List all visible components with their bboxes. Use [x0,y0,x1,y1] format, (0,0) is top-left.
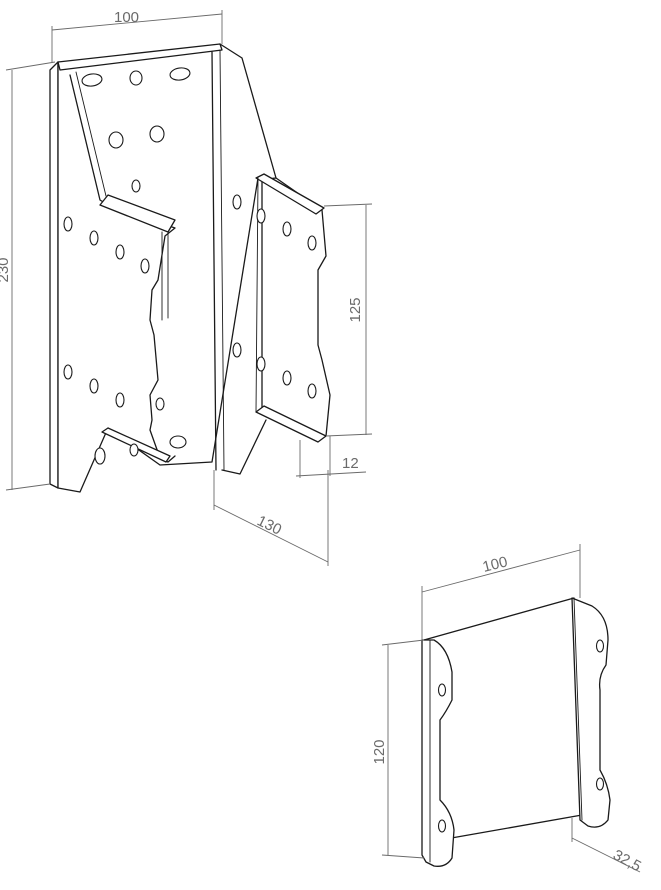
wall-bracket-large [49,43,331,493]
dimension-flange: 12 [295,436,367,478]
wall-bracket-small [421,597,611,867]
dim-label-small-height: 120 [371,739,388,764]
dim-label-top-width: 100 [114,9,139,26]
small-hole [437,683,447,697]
upper-tab [99,194,176,233]
dim-label-small-width: 100 [481,553,509,576]
dim-label-depth: 130 [254,512,284,538]
small-hole [595,639,605,653]
dim-label-flange: 12 [342,455,359,472]
center-fold [211,51,217,471]
small-hole [437,819,447,833]
top-lip [57,43,223,71]
dimension-small-height: 120 [371,639,425,859]
upper-arm-flange [255,173,325,215]
dimension-height: 230 [0,61,56,491]
dim-label-height: 230 [0,257,12,282]
dimension-small-width: 100 [421,544,581,640]
back-plate-face [57,43,277,493]
mounting-holes [63,67,317,465]
dimension-depth: 130 [213,470,329,566]
small-hole [595,777,605,791]
dim-label-arm-spacing: 125 [347,297,364,322]
small-right-plate [571,597,611,828]
small-back-face [423,597,583,841]
back-plate-edge [49,61,59,489]
right-arm-plate [261,177,331,441]
dimension-small-depth: 32,5 [571,818,644,875]
dimension-top-width: 100 [51,9,223,62]
dimension-arm-spacing: 125 [323,203,373,437]
